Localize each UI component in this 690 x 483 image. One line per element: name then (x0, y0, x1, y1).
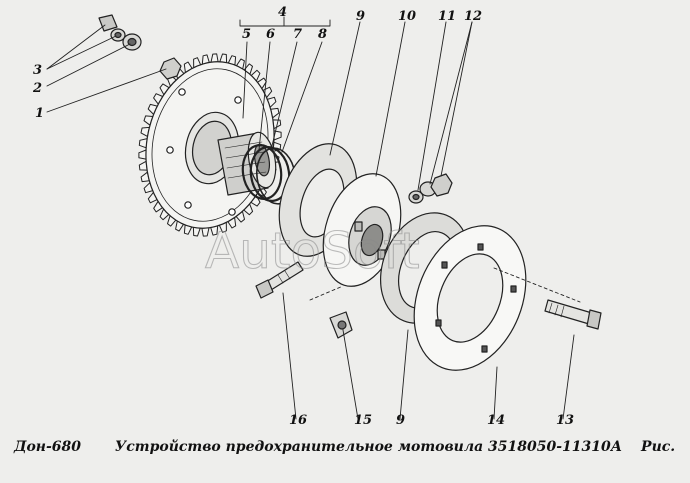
callout-11: 11 (438, 9, 456, 24)
callout-9-top: 9 (356, 9, 365, 24)
sprocket-tooth (210, 53, 219, 63)
caption-title: Устройство предохранительное мотовила 35… (114, 439, 623, 455)
bolt-16-part (255, 261, 304, 299)
callout-5: 5 (242, 27, 251, 42)
nuts-washers-left-part (98, 14, 182, 80)
sprocket-tooth (138, 149, 147, 160)
pressure-disc-part (322, 173, 402, 287)
clip-15-part (329, 311, 353, 339)
bolt-13-part (544, 299, 602, 330)
callout-14: 14 (487, 413, 505, 428)
callout-2: 2 (32, 81, 42, 96)
autosoft-watermark: AutoSoft (205, 222, 420, 280)
callout-8: 8 (318, 27, 327, 42)
callout-16: 16 (289, 413, 307, 428)
caption-model: Дон-680 (14, 439, 82, 455)
nuts-washers-right-part (408, 173, 453, 204)
caption-figure-label: Рис. (641, 439, 676, 455)
figure-caption: Дон-680 Устройство предохранительное мот… (14, 439, 676, 455)
callout-13: 13 (556, 413, 574, 428)
flange-disc-part (413, 225, 527, 371)
callout-4: 4 (278, 5, 287, 20)
callout-10: 10 (398, 9, 416, 24)
callout-15: 15 (354, 413, 372, 428)
leader-lines (46, 16, 581, 420)
callout-12: 12 (464, 9, 482, 24)
callout-1: 1 (35, 106, 44, 121)
callout-3: 3 (33, 63, 42, 78)
callout-7: 7 (293, 27, 302, 42)
callout-6: 6 (266, 27, 275, 42)
callout-labels: 3 2 1 4 5 6 7 8 9 10 11 12 13 14 9 15 16 (32, 5, 574, 428)
callout-9-bottom: 9 (396, 413, 405, 428)
